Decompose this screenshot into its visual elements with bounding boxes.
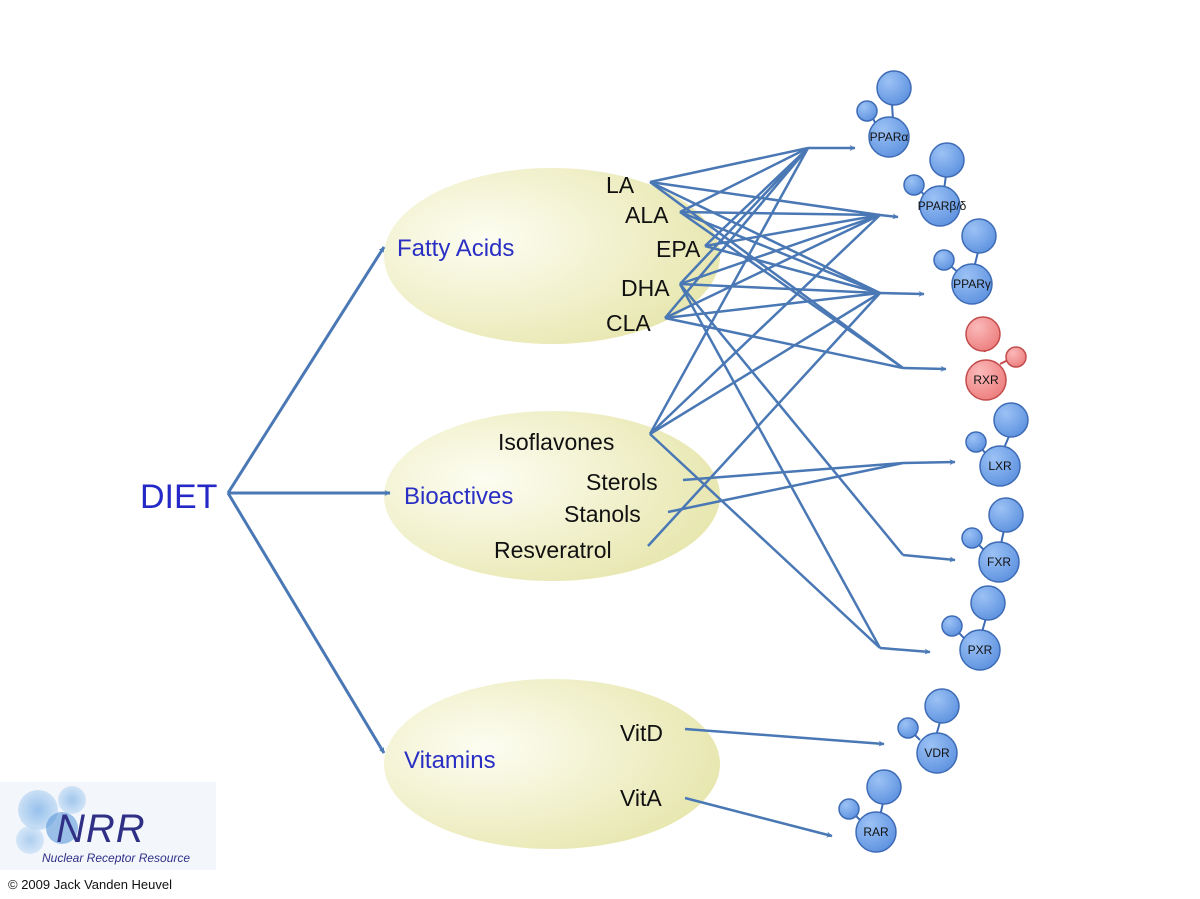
arrow-to-rxr <box>902 365 947 372</box>
vitamins-ellipse <box>384 679 720 849</box>
ingredient-cla: CLA <box>606 310 651 336</box>
arrow-diet-vitamins <box>226 492 386 754</box>
arrow-vita-to-rar <box>684 796 833 838</box>
fatty-acids-ellipse <box>384 168 720 344</box>
connection-lines <box>647 146 904 649</box>
logo-subtitle: Nuclear Receptor Resource <box>42 851 190 865</box>
arrow-to-fxr <box>902 553 956 563</box>
bioactives-ellipse <box>384 411 720 581</box>
receptor-label-pparbd: PPARβ/δ <box>918 199 967 213</box>
receptor-label-pparg: PPARγ <box>953 277 991 291</box>
receptor-label-rar: RAR <box>863 825 889 839</box>
ingredient-ala: ALA <box>625 202 669 228</box>
receptor-pparbd: PPARβ/δ <box>903 142 967 227</box>
ingredient-la: LA <box>606 172 635 198</box>
receptor-arrows <box>684 145 956 838</box>
logo-mark: NRR <box>56 807 146 851</box>
receptor-label-pxr: PXR <box>968 643 993 657</box>
arrow-to-lxr <box>902 459 956 466</box>
category-label-vitamins: Vitamins <box>404 747 496 774</box>
category-label-bioactives: Bioactives <box>404 483 513 510</box>
ingredient-vitd: VitD <box>620 720 663 746</box>
arrow-to-pparg <box>879 290 925 297</box>
receptor-rxr: RXR <box>965 316 1027 401</box>
category-ellipses <box>384 168 720 849</box>
ingredient-resveratrol: Resveratrol <box>494 537 612 563</box>
receptor-label-lxr: LXR <box>988 459 1012 473</box>
ingredient-vita: VitA <box>620 785 662 811</box>
diet-arrows <box>226 246 391 754</box>
ingredient-isoflavones: Isoflavones <box>498 429 614 455</box>
arrow-to-pxr <box>879 646 931 655</box>
nrr-logo: NRR Nuclear Receptor Resource <box>0 782 216 870</box>
receptor-pxr: PXR <box>941 585 1006 671</box>
arrow-vitd-to-vdr <box>684 727 885 747</box>
receptor-label-fxr: FXR <box>987 555 1011 569</box>
receptor-fxr: FXR <box>961 497 1024 583</box>
category-label-fatty-acids: Fatty Acids <box>397 235 514 262</box>
receptor-label-ppara: PPARα <box>870 130 909 144</box>
receptor-rar: RAR <box>838 769 902 853</box>
receptor-ppara: PPARα <box>856 70 912 158</box>
diet-label: DIET <box>140 478 217 516</box>
receptor-vdr: VDR <box>897 688 960 774</box>
ingredient-labels: LA ALA EPA DHA CLA Isoflavones Sterols S… <box>494 172 701 811</box>
ingredient-dha: DHA <box>621 275 670 301</box>
receptor-lxr: LXR <box>965 402 1029 487</box>
receptor-pparg: PPARγ <box>933 218 997 305</box>
copyright-text: © 2009 Jack Vanden Heuvel <box>8 877 172 892</box>
receptor-label-rxr: RXR <box>973 373 999 387</box>
ingredient-sterols: Sterols <box>586 469 658 495</box>
ingredient-stanols: Stanols <box>564 501 641 527</box>
receptor-label-vdr: VDR <box>924 746 950 760</box>
arrow-to-pparbd <box>879 213 899 220</box>
arrow-diet-fatty <box>226 246 386 494</box>
ingredient-epa: EPA <box>656 236 701 262</box>
